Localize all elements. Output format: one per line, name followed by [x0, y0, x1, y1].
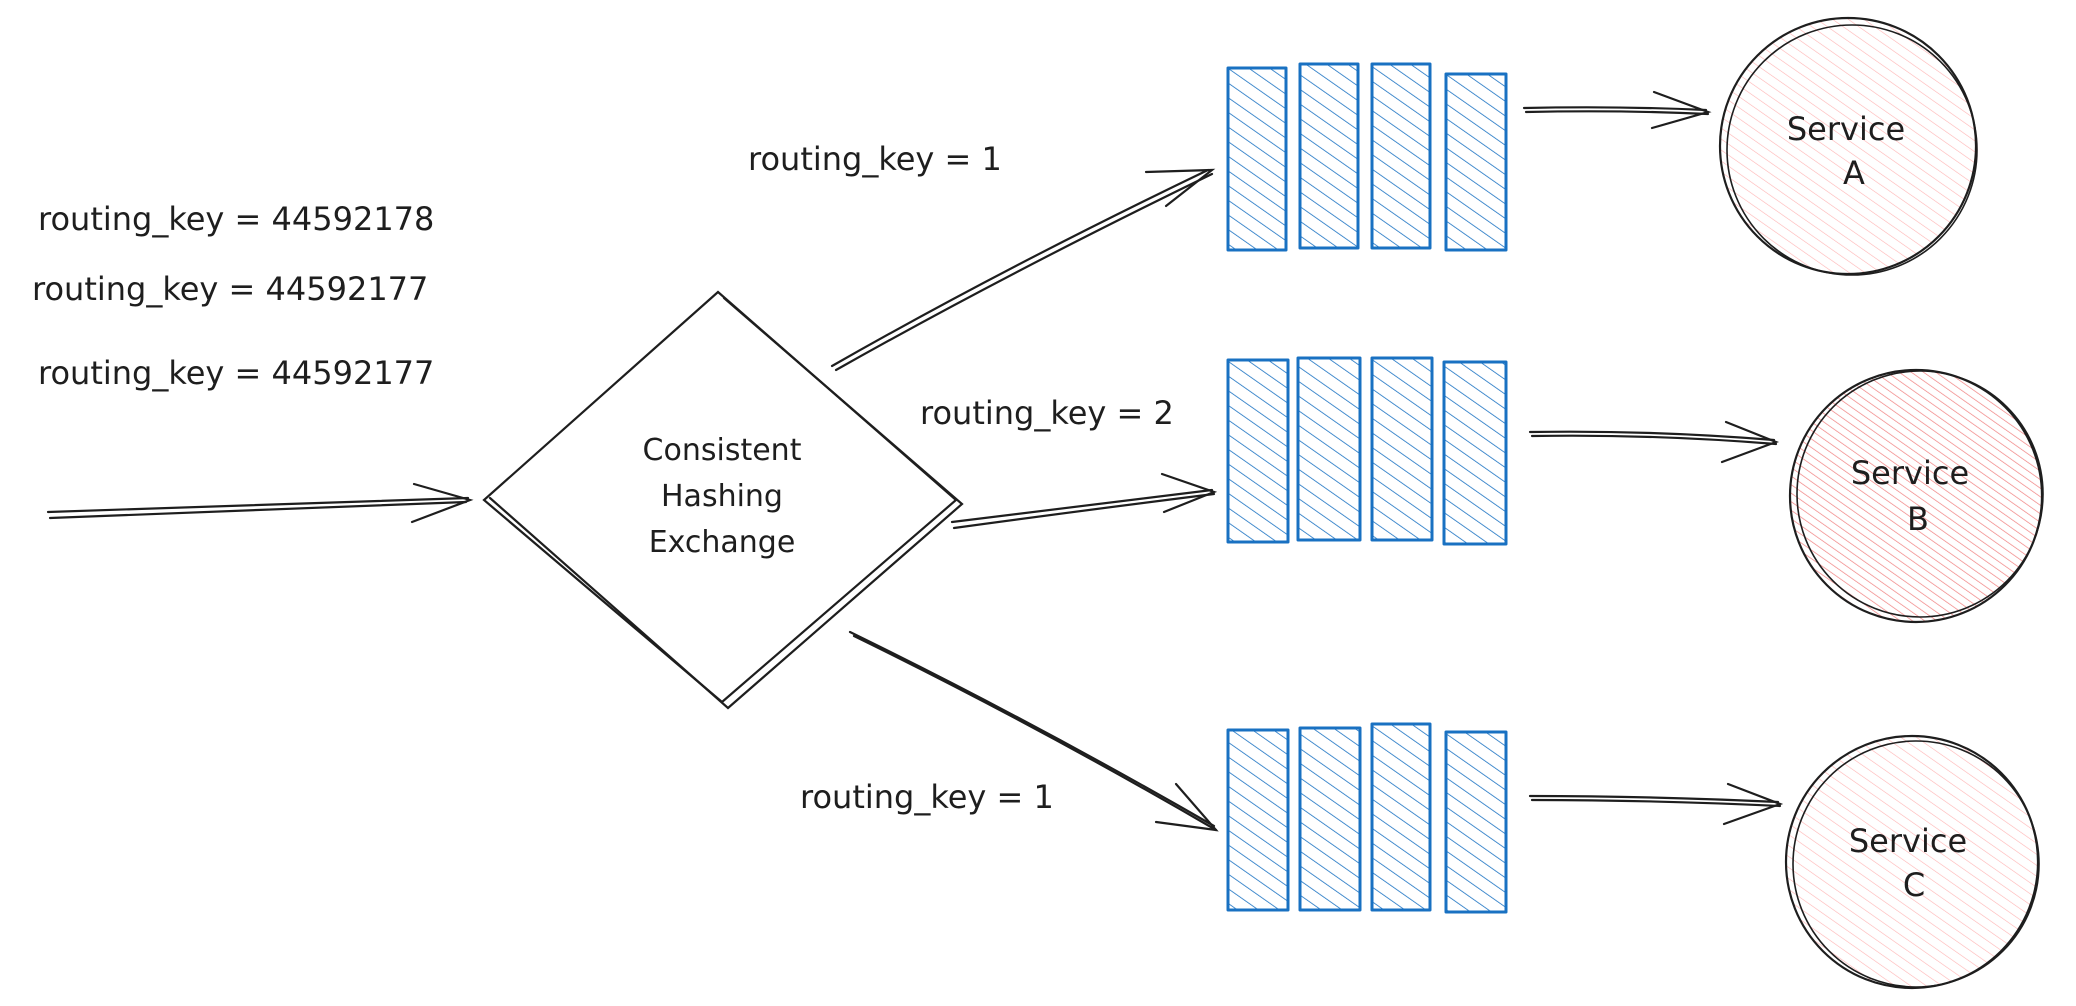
exchange-label-line-1: Consistent	[643, 433, 802, 468]
queue-3-slot-3	[1370, 722, 1432, 912]
binding-arrow-to-queue-2	[950, 472, 1218, 530]
queue-1-slot-1	[1226, 66, 1288, 252]
service-c-circle	[1784, 734, 2040, 990]
service-b-label-line-1: Service	[1851, 454, 1969, 492]
queue-2-slot-4	[1442, 360, 1508, 546]
queue-3-slot-4	[1444, 730, 1508, 914]
queue-2-slot-2	[1296, 356, 1362, 542]
service-b-circle	[1788, 368, 2044, 624]
input-arrow	[46, 482, 474, 524]
service-c: Service C	[1784, 734, 2040, 990]
consume-arrow-c	[1528, 782, 1784, 826]
service-c-label-line-2: C	[1903, 866, 1925, 904]
service-c-label-line-1: Service	[1849, 822, 1967, 860]
incoming-message-3: routing_key = 44592177	[38, 354, 434, 392]
binding-label-1: routing_key = 1	[748, 140, 1002, 178]
binding-arrow-to-queue-3	[848, 630, 1219, 832]
incoming-message-2: routing_key = 44592177	[32, 270, 428, 308]
exchange-label-line-3: Exchange	[649, 525, 796, 560]
consume-arrow-a	[1522, 90, 1712, 130]
queue-1	[1226, 62, 1508, 252]
consume-arrow-b	[1528, 420, 1780, 464]
service-a-label-line-2: A	[1843, 154, 1865, 192]
binding-label-2: routing_key = 2	[920, 394, 1174, 432]
service-b-label-line-2: B	[1907, 500, 1929, 538]
queue-1-slot-3	[1370, 62, 1432, 250]
binding-label-3: routing_key = 1	[800, 778, 1054, 816]
service-a: Service A	[1718, 16, 1978, 276]
queue-2-slot-3	[1370, 356, 1434, 542]
service-b: Service B	[1788, 368, 2044, 624]
queue-3	[1226, 722, 1508, 914]
binding-arrow-to-queue-1	[830, 168, 1216, 372]
queue-2	[1226, 356, 1508, 546]
incoming-message-1: routing_key = 44592178	[38, 200, 434, 238]
queue-3-slot-1	[1226, 728, 1290, 912]
service-a-circle	[1718, 16, 1978, 276]
consistent-hashing-exchange: Consistent Hashing Exchange	[482, 290, 964, 710]
queue-3-slot-2	[1298, 726, 1362, 912]
queue-2-slot-1	[1226, 358, 1290, 544]
queue-1-slot-2	[1298, 62, 1360, 250]
queue-1-slot-4	[1444, 72, 1508, 252]
service-a-label-line-1: Service	[1787, 110, 1905, 148]
exchange-label-line-2: Hashing	[661, 479, 783, 514]
